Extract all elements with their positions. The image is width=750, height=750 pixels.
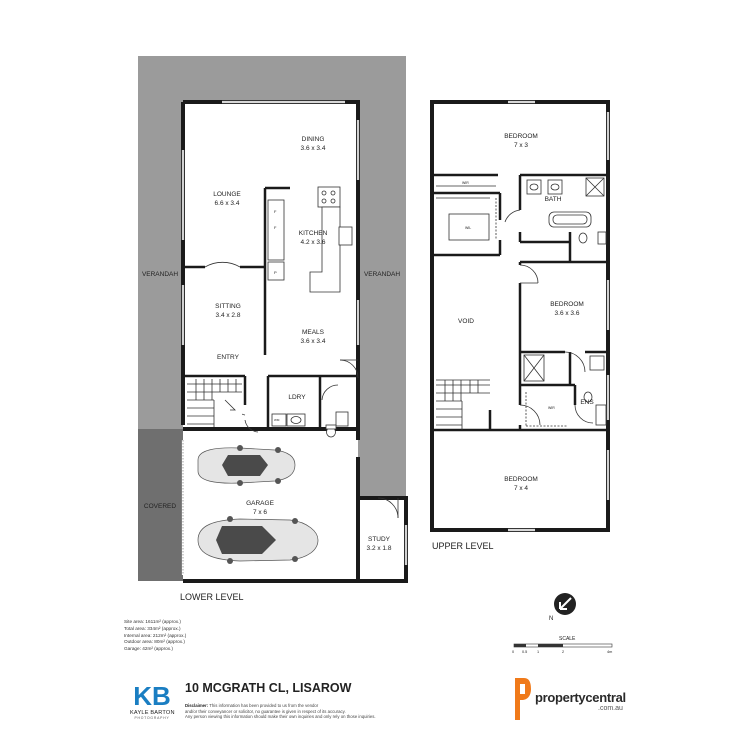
room-name-meals: MEALS bbox=[302, 329, 325, 336]
agency-domain: .com.au bbox=[598, 705, 623, 712]
room-labels: DINING 3.6 x 3.4 LOUNGE 6.6 x 3.4 KITCHE… bbox=[142, 133, 594, 602]
room-dims-kitchen: 4.2 x 3.6 bbox=[301, 239, 326, 246]
room-dims-dining: 3.6 x 3.4 bbox=[301, 145, 326, 152]
svg-text:WIR: WIR bbox=[548, 406, 555, 410]
agency-p-icon bbox=[515, 678, 531, 720]
room-name-bath: BATH bbox=[545, 196, 562, 203]
svg-text:P: P bbox=[274, 270, 277, 275]
area-stats: Site area: 1611m² (approx.) Total area: … bbox=[124, 619, 186, 653]
room-name-dining: DINING bbox=[302, 136, 325, 143]
room-name-bedroom-middle: BEDROOM bbox=[550, 301, 584, 308]
compass-label: N bbox=[549, 616, 553, 622]
upper-stairs bbox=[436, 379, 490, 430]
room-dims-sitting: 3.4 x 2.8 bbox=[216, 312, 241, 319]
covered-area bbox=[138, 429, 183, 581]
room-dims-bedroom-middle: 3.6 x 3.6 bbox=[555, 310, 580, 317]
scale-title: SCALE bbox=[559, 636, 576, 642]
room-dims-bedroom-bottom: 7 x 4 bbox=[514, 485, 528, 492]
car-bottom-icon bbox=[197, 516, 319, 564]
room-dims-lounge: 6.6 x 3.4 bbox=[215, 200, 240, 207]
room-dims-bedroom-top: 7 x 3 bbox=[514, 142, 528, 149]
room-name-garage: GARAGE bbox=[246, 500, 274, 507]
lower-stairs bbox=[187, 379, 242, 427]
stat-outdoor-area: Outdoor area: 80m² (approx.) bbox=[124, 639, 185, 645]
room-dims-meals: 3.6 x 3.4 bbox=[301, 338, 326, 345]
verandah-left-strip bbox=[138, 102, 183, 429]
disclaimer-heading: Disclaimer: bbox=[185, 703, 209, 708]
stat-internal-area: Internal area: 212m² (approx.) bbox=[124, 632, 187, 638]
room-name-bedroom-bottom: BEDROOM bbox=[504, 476, 538, 483]
svg-text:WIL: WIL bbox=[465, 226, 471, 230]
agency-logo: propertycentral .com.au bbox=[512, 676, 632, 724]
disclaimer: Disclaimer: This information has been pr… bbox=[185, 703, 435, 720]
room-dims-garage: 7 x 6 bbox=[253, 509, 267, 516]
room-name-kitchen: KITCHEN bbox=[299, 230, 328, 237]
photographer-logo: KB KAYLE BARTON PHOTOGRAPHY bbox=[130, 681, 175, 720]
north-arrow-icon bbox=[559, 597, 572, 610]
room-name-covered: COVERED bbox=[144, 503, 176, 510]
lower-level-title: LOWER LEVEL bbox=[180, 592, 244, 602]
scale-tick-2: 2 bbox=[562, 650, 564, 654]
room-name-laundry: LDRY bbox=[288, 394, 306, 401]
car-top-icon bbox=[197, 445, 296, 486]
disclaimer-line-1: This information has been provided to us… bbox=[209, 703, 319, 708]
scale-tick-0-5: 0.5 bbox=[522, 650, 527, 654]
disclaimer-line-3: Any person viewing this information shou… bbox=[185, 714, 376, 720]
scale-bar: SCALE 0 0.5 1 2 4m bbox=[512, 636, 613, 654]
kb-initials: KB bbox=[133, 681, 171, 711]
disclaimer-line-2: and/or their conveyancer or solicitor, n… bbox=[185, 708, 346, 714]
room-name-ens: ENS bbox=[580, 399, 594, 406]
stat-garage-area: Garage: 42m² (approx.) bbox=[124, 646, 173, 652]
room-dims-study: 3.2 x 1.8 bbox=[367, 545, 392, 552]
wir-label-top: WIR bbox=[462, 181, 469, 185]
photographer-name: KAYLE BARTON bbox=[130, 710, 175, 716]
scale-tick-1: 1 bbox=[537, 650, 539, 654]
room-name-study: STUDY bbox=[368, 536, 391, 543]
room-name-bedroom-top: BEDROOM bbox=[504, 133, 538, 140]
room-name-verandah-left: VERANDAH bbox=[142, 271, 178, 278]
stat-total-area: Total area: 334m² (approx.) bbox=[124, 625, 181, 631]
lower-level-plan: F F P WM bbox=[138, 56, 408, 583]
room-name-lounge: LOUNGE bbox=[213, 191, 241, 198]
svg-text:F: F bbox=[274, 209, 277, 214]
stat-site-area: Site area: 1611m² (approx.) bbox=[124, 619, 181, 624]
svg-text:WM: WM bbox=[274, 418, 280, 422]
room-name-sitting: SITTING bbox=[215, 303, 241, 310]
room-name-verandah-right: VERANDAH bbox=[364, 271, 400, 278]
room-name-void: VOID bbox=[458, 318, 474, 325]
agency-name: propertycentral bbox=[535, 690, 626, 705]
upper-level-title: UPPER LEVEL bbox=[432, 541, 494, 551]
photographer-tag: PHOTOGRAPHY bbox=[134, 716, 170, 720]
svg-text:F: F bbox=[274, 225, 277, 230]
property-address: 10 MCGRATH CL, LISAROW bbox=[185, 681, 352, 695]
scale-tick-0: 0 bbox=[512, 650, 514, 654]
north-compass: N bbox=[549, 593, 576, 622]
upper-level-plan: WIR WIL WIR bbox=[430, 100, 610, 532]
scale-tick-4m: 4m bbox=[607, 650, 612, 654]
room-name-entry: ENTRY bbox=[217, 354, 240, 361]
